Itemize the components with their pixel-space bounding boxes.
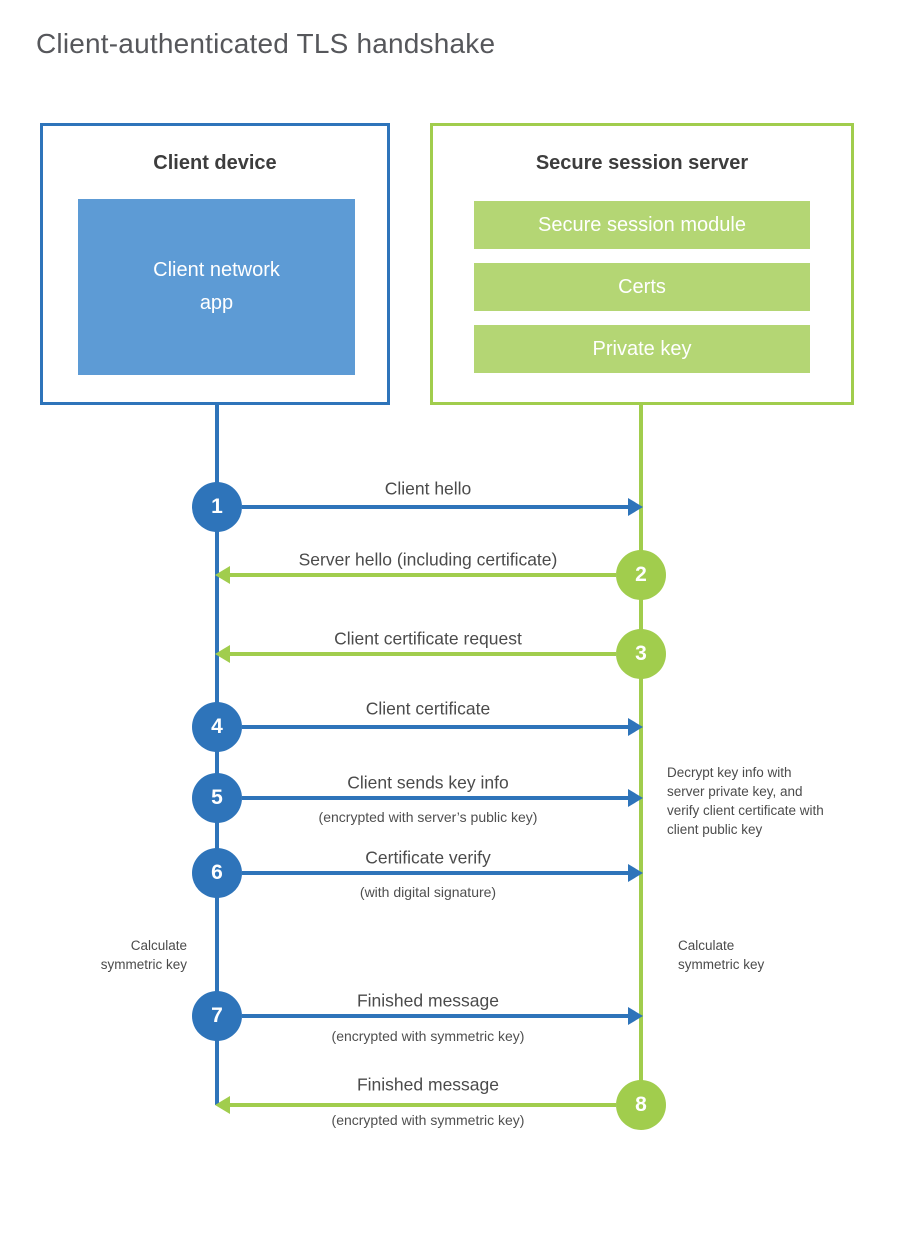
message-arrow-2	[230, 573, 616, 577]
client-device-title: Client device	[153, 152, 277, 174]
message-label-5: Client sends key info	[347, 772, 509, 793]
message-label-7: Finished message	[356, 990, 500, 1011]
arrowhead-right-icon	[628, 718, 643, 736]
page-title: Client-authenticated TLS handshake	[36, 28, 496, 59]
secure-session-server-title: Secure session server	[535, 152, 749, 174]
calculate-symmetric-key-note-server: Calculate symmetric key	[678, 938, 765, 972]
arrowhead-left-icon	[215, 566, 230, 584]
step-circle-4: 4	[192, 702, 242, 752]
step-circle-3: 3	[616, 629, 666, 679]
arrowhead-right-icon	[628, 789, 643, 807]
step-circle-1: 1	[192, 482, 242, 532]
message-sublabel-6: (with digital signature)	[359, 884, 497, 900]
message-sublabel-5: (encrypted with server’s public key)	[318, 809, 538, 825]
message-arrow-8	[230, 1103, 616, 1107]
step-circle-2: 2	[616, 550, 666, 600]
message-label-8: Finished message	[356, 1074, 500, 1095]
client-network-app-label: Client network app	[153, 259, 280, 314]
arrowhead-right-icon	[628, 1007, 643, 1025]
decrypt-key-note: Decrypt key info with server private key…	[667, 765, 824, 837]
message-sublabel-7: (encrypted with symmetric key)	[331, 1028, 525, 1044]
server-lifeline	[639, 404, 643, 1107]
arrowhead-left-icon	[215, 645, 230, 663]
message-sublabel-8: (encrypted with symmetric key)	[331, 1112, 525, 1128]
step-circle-5: 5	[192, 773, 242, 823]
server-module-secure-session: Secure session module	[474, 201, 810, 249]
message-label-2: Server hello (including certificate)	[298, 549, 558, 570]
arrowhead-right-icon	[628, 498, 643, 516]
arrowhead-right-icon	[628, 864, 643, 882]
message-label-6: Certificate verify	[365, 847, 491, 868]
message-label-1: Client hello	[384, 478, 472, 499]
message-arrow-7	[242, 1014, 629, 1018]
step-circle-6: 6	[192, 848, 242, 898]
message-label-3: Client certificate request	[334, 628, 522, 649]
server-module-certs: Certs	[474, 263, 810, 311]
arrowhead-left-icon	[215, 1096, 230, 1114]
message-arrow-4	[242, 725, 629, 729]
server-module-private-key: Private key	[474, 325, 810, 373]
step-circle-7: 7	[192, 991, 242, 1041]
calculate-symmetric-key-note-client: Calculate symmetric key	[100, 938, 187, 972]
message-arrow-1	[242, 505, 629, 509]
message-arrow-6	[242, 871, 629, 875]
client-lifeline	[215, 404, 219, 1105]
client-network-app-box: Client network app	[78, 199, 355, 375]
message-arrow-5	[242, 796, 629, 800]
message-label-4: Client certificate	[365, 698, 491, 719]
message-arrow-3	[230, 652, 616, 656]
step-circle-8: 8	[616, 1080, 666, 1130]
